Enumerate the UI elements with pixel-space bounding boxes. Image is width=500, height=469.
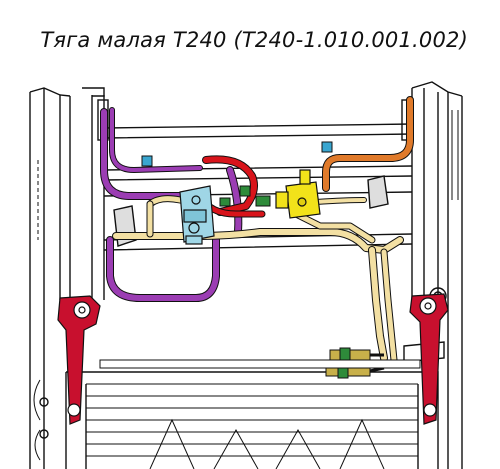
page-title: Тяга малая T240 (T240-1.010.001.002) — [40, 28, 468, 52]
frame — [29, 81, 463, 469]
yellow-valve — [275, 169, 321, 219]
quick-couplers — [325, 347, 385, 379]
left-link-outline — [67, 301, 91, 417]
yellow-hoses — [112, 195, 404, 364]
right-red-link — [409, 293, 449, 425]
left-red-link — [57, 295, 101, 425]
blue-clips — [141, 141, 333, 167]
green-fittings — [219, 185, 271, 207]
orange-hose — [322, 96, 414, 192]
purple-hoses — [100, 107, 243, 302]
cross-bar — [99, 359, 421, 369]
blue-valve-block — [179, 185, 215, 245]
